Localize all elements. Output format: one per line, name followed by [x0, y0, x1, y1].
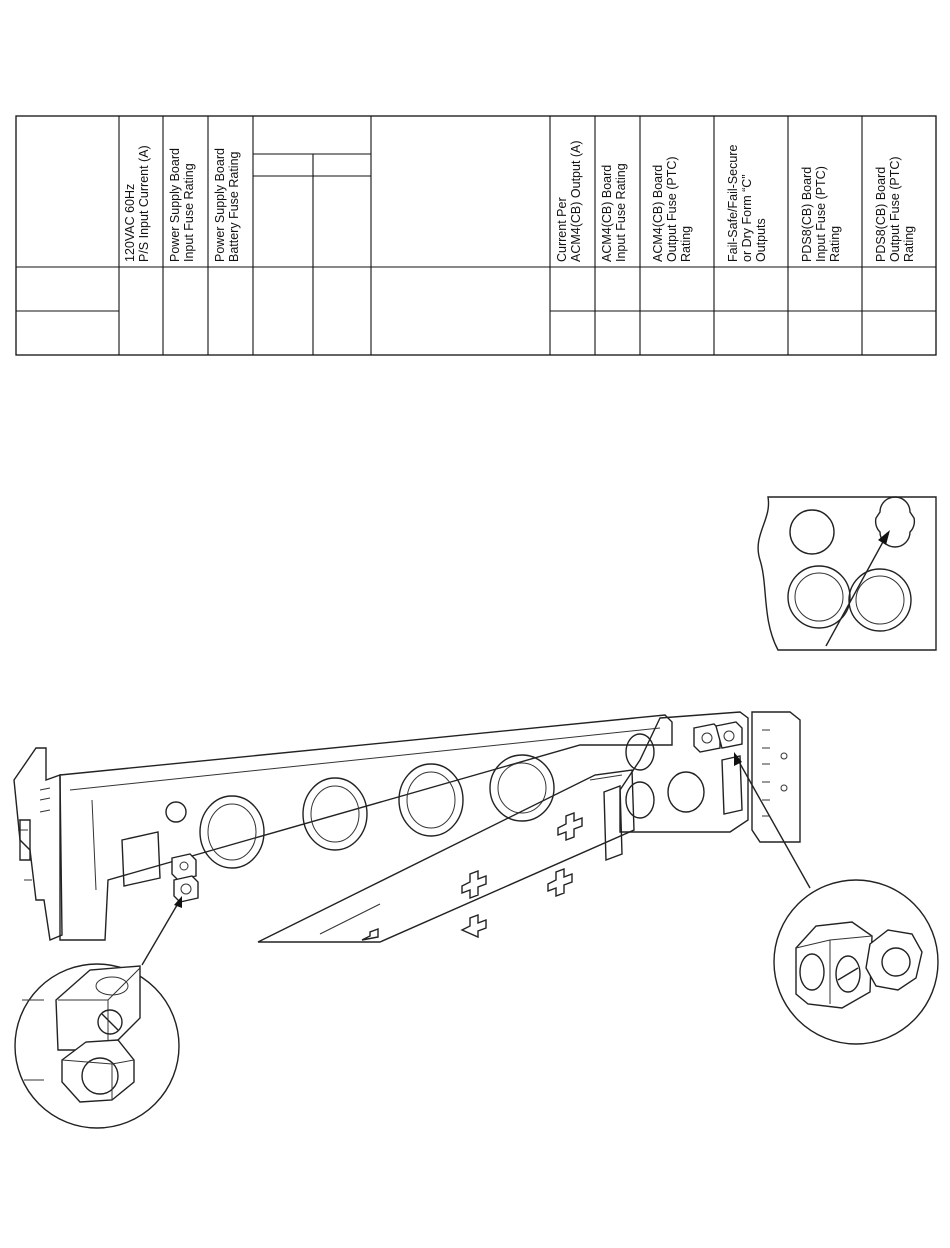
- enclosure-panel: [13, 711, 801, 943]
- header-acm4-input-fuse: ACM4(CB) Board Input Fuse Rating: [600, 161, 628, 262]
- table-border: [15, 115, 937, 356]
- terminal-block-right: [693, 721, 743, 753]
- header-fail-safe-outputs: Fail-Safe/Fail-Secure or Dry Form “C” Ou…: [726, 141, 768, 262]
- detail-callout-left: [14, 896, 182, 1129]
- knockout-detail-inset: [757, 496, 937, 651]
- detail-callout-right: [734, 752, 939, 1045]
- header-ps-input-fuse: Power Supply Board Input Fuse Rating: [168, 145, 196, 262]
- header-acm4-output-current: Current Per ACM4(CB) Output (A): [555, 140, 583, 262]
- header-ps-input-current: 120VAC 60Hz P/S Input Current (A): [123, 145, 151, 262]
- knockout-tab: [874, 496, 916, 548]
- knockout-hole: [789, 509, 835, 555]
- leader-arrow: [825, 539, 885, 647]
- header-pds8-output-fuse: PDS8(CB) Board Output Fuse (PTC) Rating: [874, 153, 916, 262]
- ground-terminal-block: [171, 853, 199, 903]
- header-acm4-output-fuse: ACM4(CB) Board Output Fuse (PTC) Rating: [651, 153, 693, 262]
- header-ps-battery-fuse: Power Supply Board Battery Fuse Rating: [213, 145, 241, 262]
- table-grid: [16, 116, 936, 355]
- header-pds8-input-fuse: PDS8(CB) Board Input Fuse (PTC) Rating: [800, 163, 842, 262]
